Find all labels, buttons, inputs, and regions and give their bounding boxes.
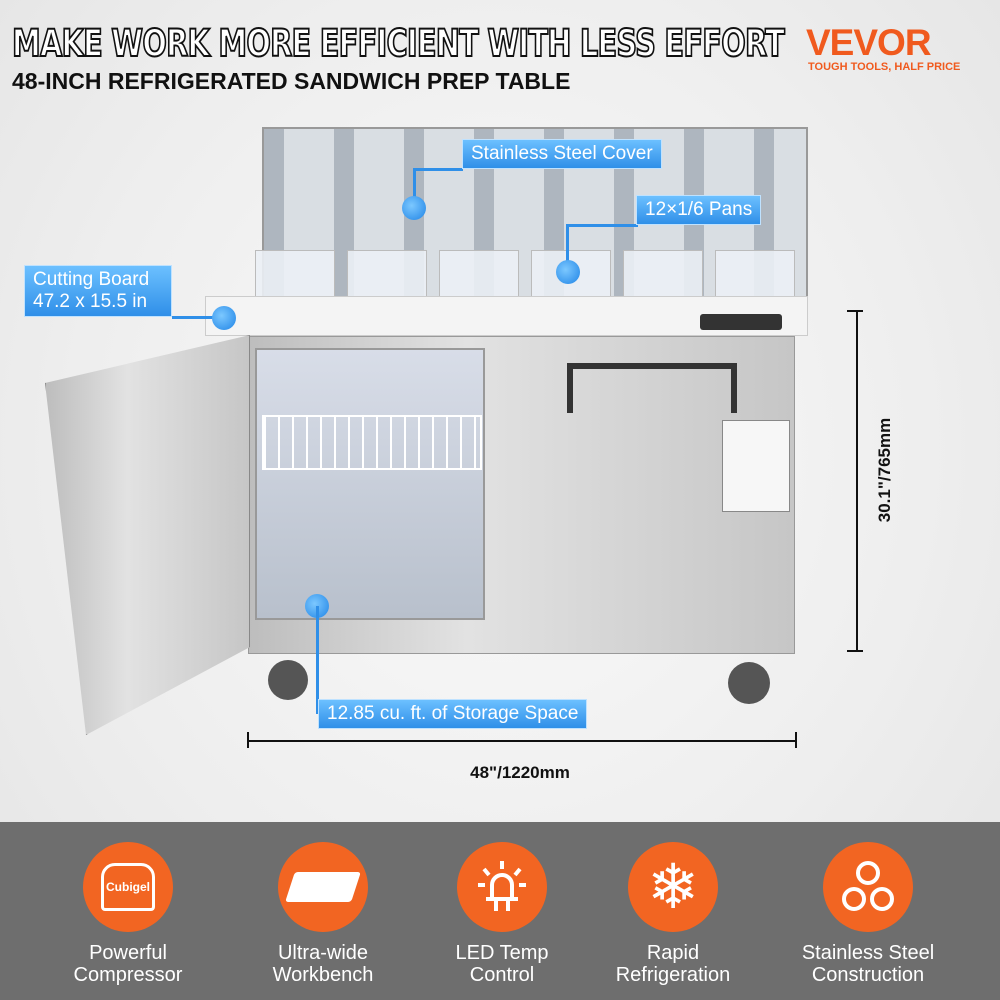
- callout-line: [413, 168, 416, 208]
- subtitle: 48-INCH REFRIGERATED SANDWICH PREP TABLE: [12, 68, 571, 94]
- callout-cover: Stainless Steel Cover: [462, 139, 662, 169]
- feature-label: Rapid: [646, 942, 700, 964]
- feature-label: Compressor: [73, 964, 183, 986]
- led-light-icon: [457, 842, 547, 932]
- feature-steel: Stainless Steel Construction: [778, 842, 958, 986]
- callout-cutting-board: Cutting Board 47.2 x 15.5 in: [24, 265, 172, 317]
- stainless-steel-icon: [823, 842, 913, 932]
- callout-line: [316, 606, 319, 714]
- compressor-icon: Cubigel: [83, 842, 173, 932]
- feature-label: Ultra-wide: [277, 942, 369, 964]
- feature-workbench: Ultra-wide Workbench: [233, 842, 413, 986]
- product-image: [45, 127, 808, 735]
- feature-label: Refrigeration: [615, 964, 731, 986]
- board-line2: 47.2 x 15.5 in: [33, 291, 148, 312]
- brand-logo: VEVOR: [806, 22, 932, 63]
- callout-line: [566, 224, 569, 264]
- width-dimension-line: [247, 740, 797, 742]
- door-handle: [567, 363, 737, 413]
- callout-storage: 12.85 cu. ft. of Storage Space: [318, 699, 588, 729]
- spec-label: [722, 420, 790, 512]
- feature-label: Construction: [811, 964, 925, 986]
- pans: [255, 250, 795, 298]
- callout-dot: [212, 306, 236, 330]
- snowflake-icon: ❄: [628, 842, 718, 932]
- feature-label: Stainless Steel: [801, 942, 935, 964]
- dimension-tick: [847, 650, 863, 652]
- caster-left: [268, 660, 308, 700]
- dimension-tick: [847, 310, 863, 312]
- callout-line: [172, 316, 222, 319]
- feature-label: Control: [469, 964, 535, 986]
- callout-line: [413, 168, 463, 171]
- compressor-brand-text: Cubigel: [101, 863, 155, 911]
- feature-label: Powerful: [89, 942, 167, 964]
- cabinet-interior: [255, 348, 485, 620]
- feature-refrigeration: ❄ Rapid Refrigeration: [583, 842, 763, 986]
- control-panel: [700, 314, 782, 330]
- height-dimension-line: [856, 310, 858, 652]
- callout-dot: [402, 196, 426, 220]
- feature-led: LED Temp Control: [412, 842, 592, 986]
- board-line1: Cutting Board: [33, 269, 150, 290]
- callout-line: [566, 224, 638, 227]
- callout-pans: 12×1/6 Pans: [636, 195, 762, 225]
- height-dimension: 30.1"/765mm: [875, 417, 894, 523]
- dimension-tick: [247, 732, 249, 748]
- caster-right: [728, 662, 770, 704]
- callout-dot: [556, 260, 580, 284]
- feature-label: LED Temp: [455, 942, 549, 964]
- open-door: [45, 335, 250, 735]
- workbench-icon: [278, 842, 368, 932]
- width-dimension: 48"/1220mm: [470, 763, 570, 782]
- headline: MAKE WORK MORE EFFICIENT WITH LESS EFFOR…: [11, 21, 785, 66]
- brand-tagline: TOUGH TOOLS, HALF PRICE: [808, 61, 961, 73]
- feature-label: Workbench: [272, 964, 374, 986]
- wire-shelf: [262, 415, 482, 470]
- feature-compressor: Cubigel Powerful Compressor: [38, 842, 218, 986]
- dimension-tick: [795, 732, 797, 748]
